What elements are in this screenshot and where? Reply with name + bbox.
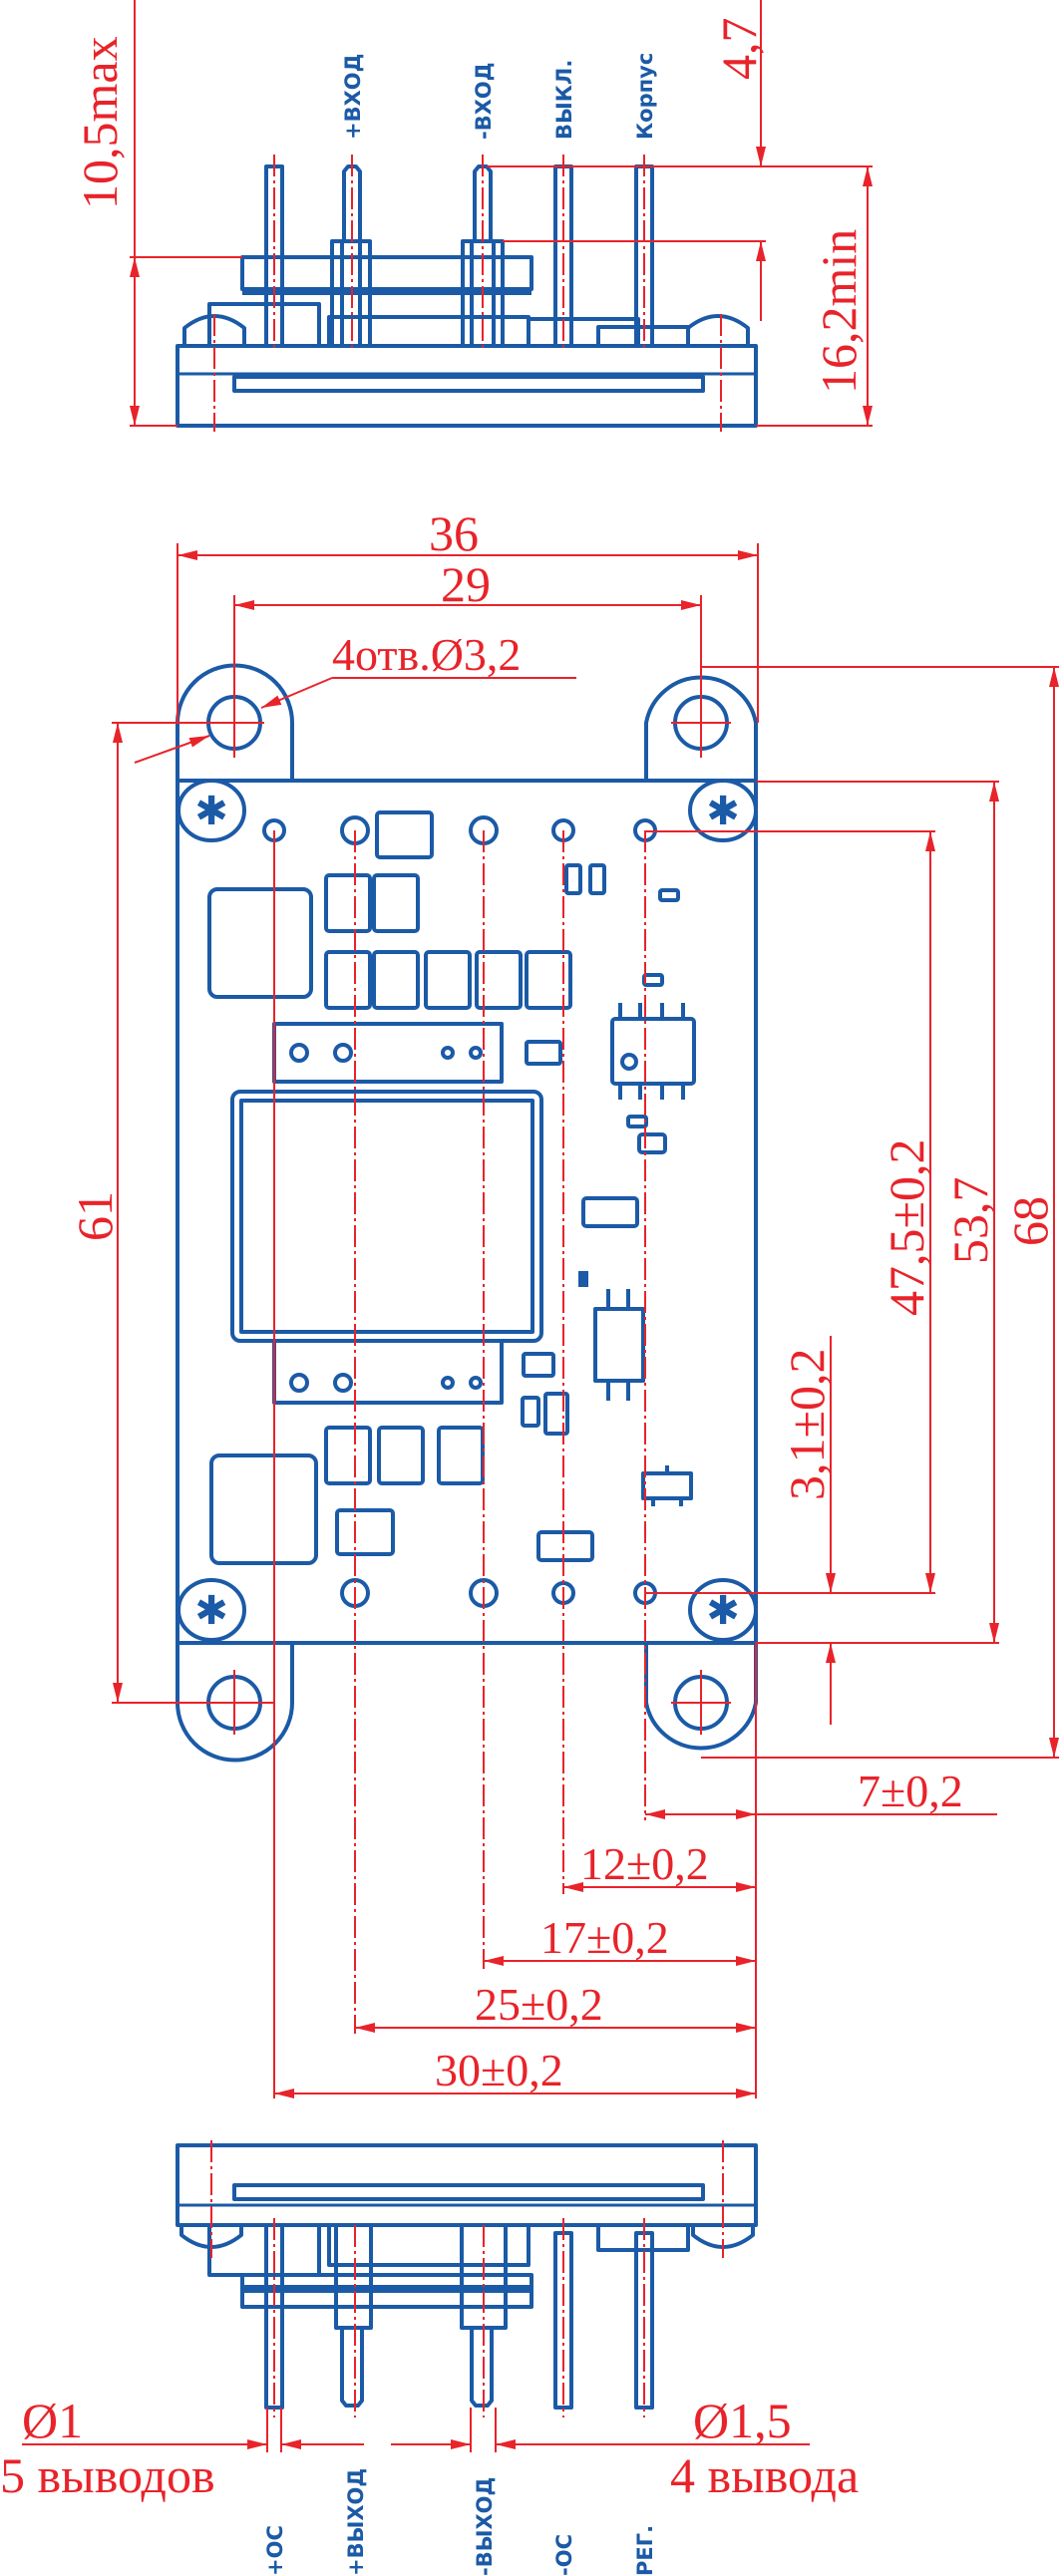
- label-minus-sense: -ОС: [552, 2534, 576, 2576]
- side-body: [176, 344, 758, 428]
- svg-text:✱: ✱: [194, 789, 228, 834]
- screw-icon: ✱: [177, 1578, 246, 1642]
- label-minus-output: -ВЫХОД: [473, 2477, 497, 2576]
- screw-head-right: [686, 314, 750, 346]
- dim-pin-shoulder: 4,7: [711, 18, 767, 81]
- dim-small-pin-diameter: Ø1: [22, 2393, 83, 2448]
- dim-large-pin-diameter: Ø1,5: [693, 2393, 792, 2448]
- label-plus-input: +ВХОД: [341, 54, 365, 140]
- dim-holes-note: 4отв.Ø3,2: [332, 629, 521, 680]
- bottom-side-view: Ø1 5 выводов Ø1,5 4 вывода +ОС +ВЫХОД -В…: [0, 2140, 859, 2576]
- inductor: [209, 1453, 318, 1565]
- svg-text:✱: ✱: [194, 1588, 228, 1634]
- label-plus-sense: +ОС: [263, 2525, 287, 2576]
- top-side-view: +ВХОД -ВХОД ВЫКЛ. Корпус 10,5max 4,7 16,…: [72, 0, 873, 432]
- inductor: [207, 887, 313, 999]
- label-trim: РЕГ.: [633, 2525, 657, 2576]
- label-minus-input: -ВХОД: [472, 63, 496, 140]
- dim-small-pin-count: 5 выводов: [0, 2447, 215, 2503]
- dim-hole-spacing-x: 29: [441, 556, 491, 612]
- dim-hole-spacing-y: 61: [67, 1191, 123, 1241]
- plan-view: ✱ ✱ ✱ ✱: [67, 505, 1059, 2098]
- pin-holes-bottom-row: [340, 1578, 657, 1608]
- label-plus-output: +ВЫХОД: [344, 2468, 368, 2576]
- dim-pin-offset-25: 25±0,2: [475, 1979, 603, 2030]
- label-disable: ВЫКЛ.: [552, 60, 576, 140]
- dim-pin-offset-30: 30±0,2: [435, 2045, 563, 2095]
- mount-tab-bottom-right: [644, 1643, 758, 1751]
- transformer: [230, 1022, 543, 1405]
- screw-icon: ✱: [177, 779, 246, 842]
- svg-text:✱: ✱: [706, 789, 740, 834]
- board-outline: [176, 779, 758, 1645]
- dim-pin-offset-7: 7±0,2: [858, 1766, 963, 1816]
- pin-holes-top-row: [262, 815, 657, 845]
- optocoupler: [593, 1289, 645, 1401]
- dim-overall-length: 68: [1002, 1196, 1058, 1246]
- dim-large-pin-count: 4 вывода: [670, 2447, 859, 2503]
- capacitor: [375, 810, 434, 859]
- dim-height-max: 10,5max: [72, 36, 128, 209]
- label-case: Корпус: [633, 53, 657, 140]
- ic-soic8: [610, 1003, 696, 1100]
- screw-icon: ✱: [688, 1578, 758, 1642]
- dim-pin-length-min: 16,2min: [811, 229, 867, 394]
- dim-board-length: 53,7: [942, 1177, 998, 1265]
- transistor-sot23: [641, 1465, 693, 1506]
- pin-plus-output: [334, 2225, 373, 2408]
- dim-pin-offset-17: 17±0,2: [540, 1912, 669, 1963]
- screw-icon: ✱: [688, 779, 758, 842]
- dim-pin-offset-12: 12±0,2: [580, 1838, 709, 1889]
- dim-overall-width: 36: [429, 505, 479, 561]
- mount-tab-bottom-left: [176, 1643, 294, 1763]
- svg-text:✱: ✱: [706, 1588, 740, 1634]
- dim-pin-row-offset: 3,1±0,2: [779, 1349, 835, 1500]
- dim-pin-row-spacing: 47,5±0,2: [879, 1139, 934, 1316]
